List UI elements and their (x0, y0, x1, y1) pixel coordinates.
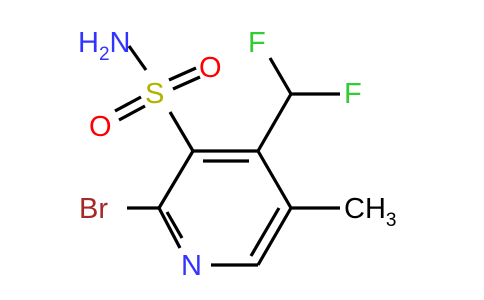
bond-n-c2 (157, 207, 182, 249)
bond-s-n (127, 45, 148, 71)
atom-nh2: H2N (78, 27, 130, 65)
bond-chf2-f1 (268, 57, 293, 95)
bond-c5-c6 (256, 207, 293, 266)
bond-c4-c5 (256, 150, 293, 209)
bond-s-o-left-b (118, 104, 146, 122)
bond-c5-c6-inner (249, 207, 281, 257)
atom-fluorine-1: F (248, 27, 266, 59)
atom-fluorine-2: F (344, 78, 362, 110)
bond-s-o-left-a (114, 95, 142, 113)
atom-sulfur: S (145, 78, 164, 110)
atom-oxygen-top: O (199, 52, 222, 84)
bond-n-c2-inner (165, 211, 184, 239)
bond-s-o-top-b (172, 75, 201, 91)
atom-oxygen-left: O (89, 111, 112, 143)
bond-c4-chf2 (256, 93, 293, 152)
bond-s-o-top-a (168, 66, 197, 82)
bond-c3-s (168, 111, 195, 152)
atom-methyl: CH3 (344, 193, 396, 231)
atom-nitrogen: N (181, 250, 202, 282)
atom-bromine: Br (79, 193, 108, 225)
bond-c2-c3 (157, 150, 195, 209)
